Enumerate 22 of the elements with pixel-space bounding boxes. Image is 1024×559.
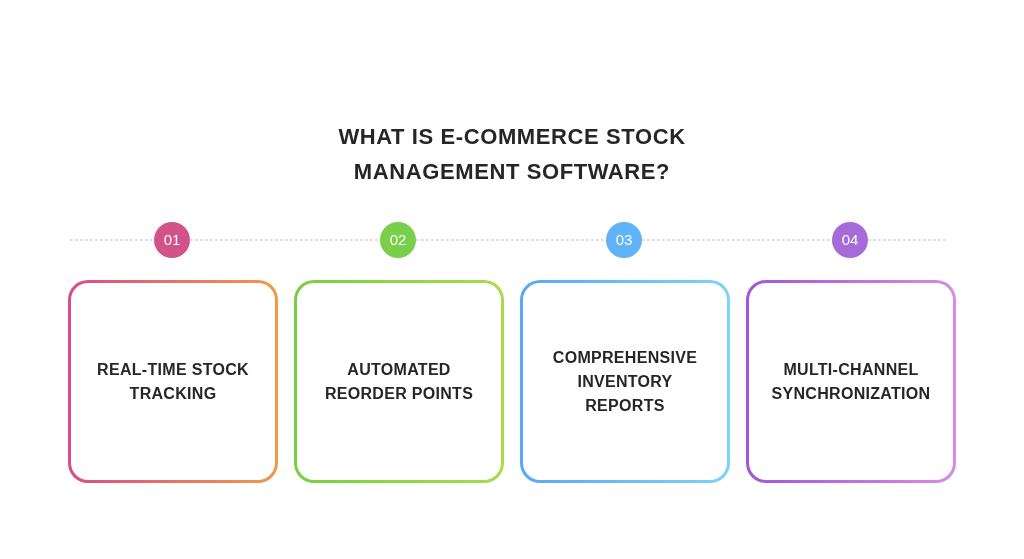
feature-title: MULTI-CHANNEL SYNCHRONIZATION xyxy=(770,359,932,404)
step-number: 03 xyxy=(615,231,633,249)
dotted-line xyxy=(69,239,155,241)
step-number: 02 xyxy=(389,231,407,249)
feature-card xyxy=(746,280,956,483)
number-circle xyxy=(606,222,642,258)
step-number: 04 xyxy=(841,231,859,249)
number-circle xyxy=(154,222,190,258)
step-number: 01 xyxy=(163,231,181,249)
dotted-line xyxy=(415,239,607,241)
number-circle xyxy=(380,222,416,258)
dotted-line xyxy=(867,239,949,241)
dotted-line xyxy=(189,239,381,241)
feature-title: COMPREHENSIVE INVENTORY REPORTS xyxy=(551,347,699,416)
dotted-line xyxy=(641,239,833,241)
title: WHAT IS E-COMMERCE STOCK MANAGEMENT SOFTWARE? xyxy=(337,123,687,186)
feature-card xyxy=(294,280,504,483)
feature-card xyxy=(520,280,730,483)
feature-title: AUTOMATED REORDER POINTS xyxy=(323,359,475,404)
feature-card xyxy=(68,280,278,483)
number-circle xyxy=(832,222,868,258)
feature-title: REAL-TIME STOCK TRACKING xyxy=(96,359,250,404)
